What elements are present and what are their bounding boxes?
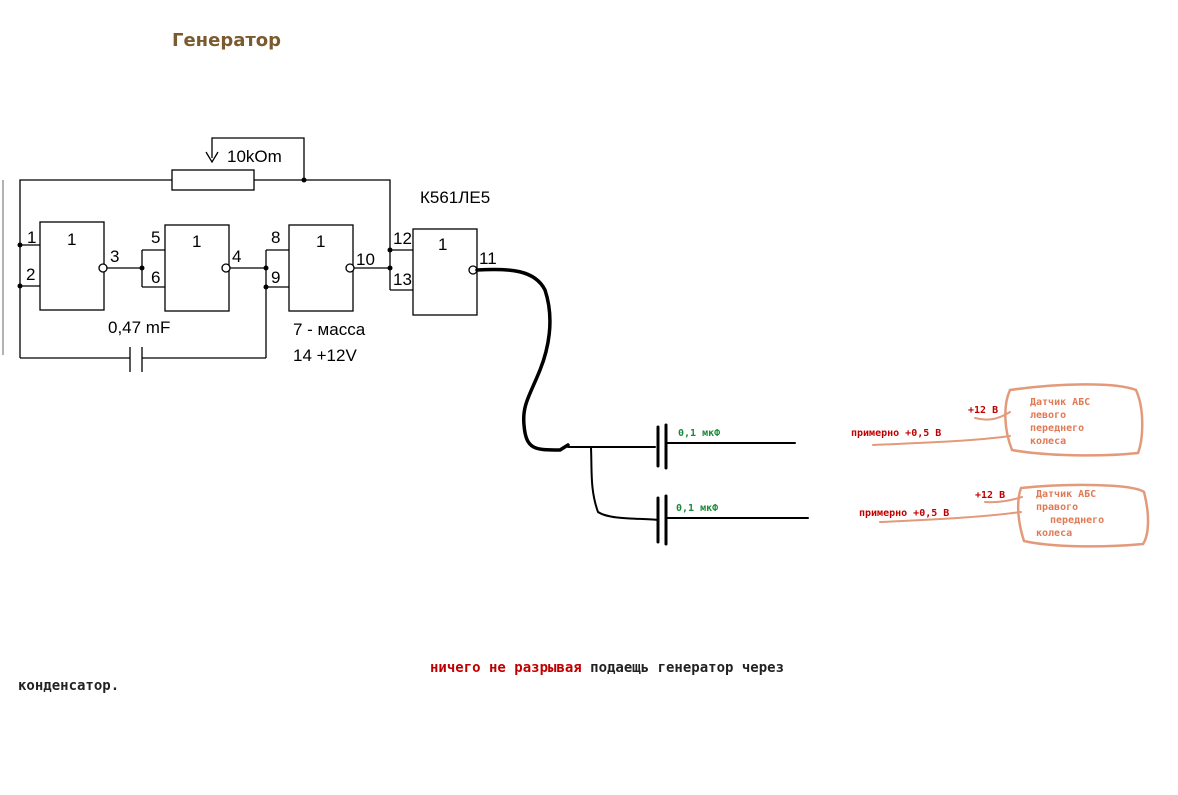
gate3-symbol: 1	[316, 232, 325, 251]
resistor-10kom	[171, 169, 255, 191]
sensor-right-outline	[1016, 483, 1150, 548]
sensor-left-outline	[1004, 383, 1144, 457]
caption-highlight: ничего не разрывая	[430, 660, 582, 676]
gate4-symbol: 1	[438, 235, 447, 254]
pin-3: 3	[110, 247, 119, 266]
junction-dots	[17, 177, 393, 290]
sensor-left-12v: +12 В	[968, 405, 998, 416]
cap-right-label: 0,1 мкФ	[676, 503, 718, 514]
sensor-left-low: примерно +0,5 В	[851, 428, 941, 439]
pin-6: 6	[151, 268, 160, 287]
pin-5: 5	[151, 228, 160, 247]
generator-wiring	[2, 137, 478, 372]
sensor-left-line-3: переднего	[1030, 423, 1084, 434]
sensor-outlines	[872, 383, 1150, 548]
pin-13: 13	[393, 270, 412, 289]
sensor-right-line-2: правого	[1036, 502, 1078, 513]
cap-left-label: 0,1 мкФ	[678, 428, 720, 439]
pin-9: 9	[271, 268, 280, 287]
caption-rest: подаещь генератор через	[581, 660, 785, 676]
sensor-right-12v: +12 В	[975, 490, 1005, 501]
sensor-right-line-3: переднего	[1050, 515, 1104, 526]
caption-line-1: ничего не разрывая подаещь генератор чер…	[430, 660, 784, 676]
sensor-left-line-2: левого	[1030, 410, 1066, 421]
page-title: Генератор	[172, 30, 282, 51]
pin-1: 1	[27, 228, 36, 247]
chip-label: К561ЛЕ5	[420, 188, 490, 207]
pin-11: 11	[479, 249, 497, 268]
caption-line-2: конденсатор.	[18, 678, 120, 694]
pin-10: 10	[356, 250, 375, 269]
output-wire	[475, 267, 809, 546]
pin-12: 12	[393, 229, 412, 248]
pin-8: 8	[271, 228, 280, 247]
sensor-left-line-4: колеса	[1030, 436, 1066, 447]
gate1-symbol: 1	[67, 230, 76, 249]
sensor-right-line-1: Датчик АБС	[1036, 489, 1096, 500]
resistor-label: 10kOm	[227, 147, 282, 166]
power-note: 14 +12V	[293, 346, 357, 365]
sensor-right-low: примерно +0,5 В	[859, 508, 949, 519]
sensor-left-line-1: Датчик АБС	[1030, 397, 1090, 408]
gate2-symbol: 1	[192, 232, 201, 251]
sensor-right-line-4: колеса	[1036, 528, 1072, 539]
ground-note: 7 - масса	[293, 320, 366, 339]
capacitor-047-label: 0,47 mF	[108, 318, 170, 337]
pin-2: 2	[26, 265, 35, 284]
pin-4: 4	[232, 247, 241, 266]
